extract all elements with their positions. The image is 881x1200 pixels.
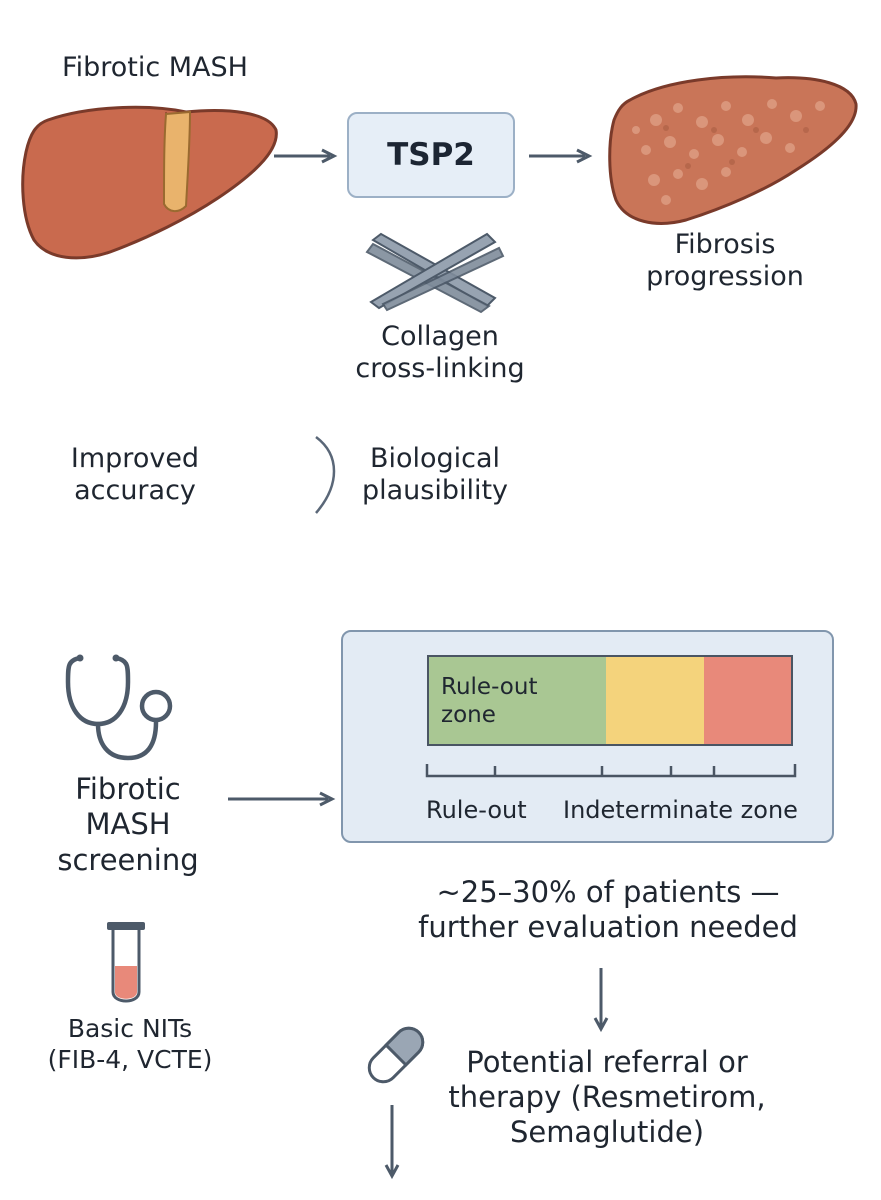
- referral-note: Potential referral or therapy (Resmetiro…: [442, 1045, 772, 1149]
- biological-plausibility-label: Biological plausibility: [340, 443, 530, 508]
- tsp2-label: TSP2: [387, 137, 475, 173]
- screening-line2: MASH: [85, 807, 171, 842]
- zone-scale: [425, 764, 797, 778]
- screening-line3: screening: [57, 842, 199, 877]
- arrow-to-zone-panel: [228, 791, 336, 807]
- basic-nits-line1: Basic NITs: [67, 1014, 193, 1043]
- scale-indeterminate-label: Indeterminate zone: [563, 796, 798, 824]
- collagen-crosslinking-label: Collagen cross-linking: [330, 321, 550, 386]
- arrow-to-fibrosis: [529, 148, 593, 164]
- collagen-line2: cross-linking: [355, 353, 525, 385]
- arrow-down-bottom: [384, 1105, 400, 1180]
- fibrosis-progression-line1: Fibrosis: [674, 229, 776, 260]
- improved-accuracy-line2: accuracy: [74, 475, 196, 507]
- stethoscope-icon: [65, 654, 173, 761]
- rule-out-zone-label: Rule-out zone: [441, 673, 537, 729]
- basic-nits-label: Basic NITs (FIB-4, VCTE): [30, 1013, 230, 1076]
- scale-rule-out-label: Rule-out: [426, 796, 527, 824]
- liver-icon: [21, 105, 278, 260]
- referral-line3: Semaglutide): [509, 1114, 705, 1149]
- patients-note: ~25–30% of patients — further evaluation…: [398, 875, 818, 945]
- referral-line2: therapy (Resmetirom,: [448, 1079, 766, 1114]
- test-tube-icon: [107, 922, 145, 1003]
- bracket-divider: [315, 436, 336, 514]
- arrow-to-referral: [593, 968, 609, 1033]
- arrow-to-tsp2: [274, 148, 338, 164]
- section-title: Fibrotic MASH: [62, 52, 248, 83]
- improved-accuracy-line1: Improved: [70, 443, 200, 474]
- fibrotic-liver-icon: [608, 75, 858, 225]
- pill-icon: [367, 1026, 425, 1084]
- improved-accuracy-label: Improved accuracy: [45, 443, 225, 508]
- biological-plausibility-line1: Biological: [369, 443, 501, 474]
- referral-line1: Potential referral or: [466, 1045, 748, 1079]
- rule-out-zone-segment: [429, 657, 606, 744]
- patients-line2: further evaluation needed: [418, 909, 798, 944]
- zone-bar: [427, 655, 793, 746]
- screening-line1: Fibrotic: [75, 772, 181, 806]
- fibrosis-progression-line2: progression: [646, 261, 804, 293]
- rule-out-zone-line2: zone: [441, 702, 496, 729]
- collagen-line1: Collagen: [381, 321, 499, 352]
- basic-nits-line2: (FIB-4, VCTE): [47, 1045, 213, 1075]
- indeterminate-zone-segment: [606, 657, 704, 744]
- biological-plausibility-line2: plausibility: [361, 475, 509, 507]
- fibrotic-mash-screening-label: Fibrotic MASH screening: [38, 772, 218, 878]
- patients-line1: ~25–30% of patients —: [436, 875, 780, 909]
- tsp2-box: TSP2: [347, 112, 515, 198]
- fibrosis-progression-label: Fibrosis progression: [615, 229, 835, 294]
- rule-out-zone-line1: Rule-out: [441, 674, 538, 700]
- rule-in-zone-segment: [704, 657, 791, 744]
- collagen-crosslink-icon: [365, 232, 505, 314]
